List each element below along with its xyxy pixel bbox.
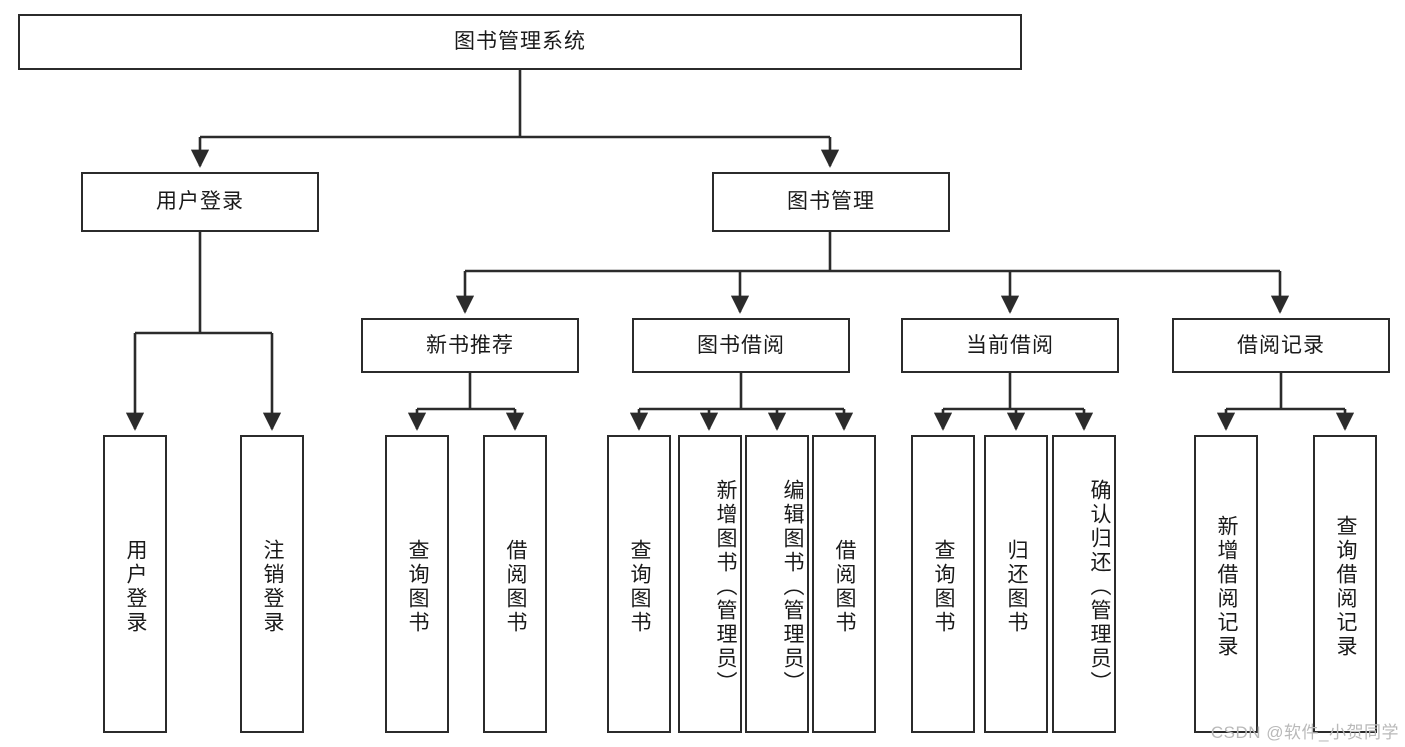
node-leaf-query-book-2-label: 查询图书	[628, 539, 651, 635]
node-leaf-logout[interactable]: 注销登录	[240, 435, 304, 733]
node-borrow-record[interactable]: 借阅记录	[1172, 318, 1390, 373]
node-leaf-edit-book[interactable]: 编辑图书（管理员）	[745, 435, 809, 733]
node-leaf-query-book-3[interactable]: 查询图书	[911, 435, 975, 733]
node-leaf-borrow-book-2-label: 借阅图书	[833, 539, 856, 635]
node-current-borrow[interactable]: 当前借阅	[901, 318, 1119, 373]
node-leaf-add-book-label: 新增图书（管理员）	[714, 479, 737, 695]
node-leaf-borrow-book-2[interactable]: 借阅图书	[812, 435, 876, 733]
node-current-borrow-label: 当前借阅	[966, 333, 1054, 357]
node-leaf-query-book-1-label: 查询图书	[406, 539, 429, 635]
node-book-borrow[interactable]: 图书借阅	[632, 318, 850, 373]
node-leaf-return-book[interactable]: 归还图书	[984, 435, 1048, 733]
node-book-borrow-label: 图书借阅	[697, 333, 785, 357]
node-leaf-query-record[interactable]: 查询借阅记录	[1313, 435, 1377, 733]
node-root[interactable]: 图书管理系统	[18, 14, 1022, 70]
node-user-login[interactable]: 用户登录	[81, 172, 319, 232]
node-leaf-borrow-book-1[interactable]: 借阅图书	[483, 435, 547, 733]
node-leaf-borrow-book-1-label: 借阅图书	[504, 539, 527, 635]
node-leaf-add-record[interactable]: 新增借阅记录	[1194, 435, 1258, 733]
node-new-book-recommend[interactable]: 新书推荐	[361, 318, 579, 373]
node-new-book-recommend-label: 新书推荐	[426, 333, 514, 357]
node-leaf-query-book-1[interactable]: 查询图书	[385, 435, 449, 733]
node-leaf-edit-book-label: 编辑图书（管理员）	[781, 479, 804, 695]
node-leaf-add-book[interactable]: 新增图书（管理员）	[678, 435, 742, 733]
node-leaf-return-book-label: 归还图书	[1005, 539, 1028, 635]
node-leaf-user-login-label: 用户登录	[124, 539, 147, 635]
node-leaf-query-record-label: 查询借阅记录	[1334, 515, 1357, 659]
node-book-manage-label: 图书管理	[787, 190, 875, 214]
node-leaf-logout-label: 注销登录	[261, 539, 284, 635]
node-leaf-confirm-return[interactable]: 确认归还（管理员）	[1052, 435, 1116, 733]
node-user-login-label: 用户登录	[156, 190, 244, 214]
node-root-label: 图书管理系统	[454, 30, 586, 54]
node-leaf-add-record-label: 新增借阅记录	[1215, 515, 1238, 659]
node-leaf-query-book-3-label: 查询图书	[932, 539, 955, 635]
node-leaf-user-login[interactable]: 用户登录	[103, 435, 167, 733]
node-leaf-query-book-2[interactable]: 查询图书	[607, 435, 671, 733]
node-leaf-confirm-return-label: 确认归还（管理员）	[1088, 479, 1111, 695]
watermark-text: CSDN @软件_小贺同学	[1210, 723, 1399, 742]
node-book-manage[interactable]: 图书管理	[712, 172, 950, 232]
node-borrow-record-label: 借阅记录	[1237, 333, 1325, 357]
